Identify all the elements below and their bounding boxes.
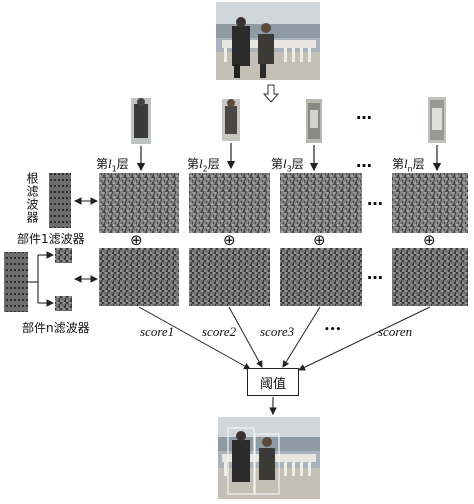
crop-arrows [136,143,442,172]
layer-label-n: 第ln层 [392,157,425,173]
part-response-map-2 [189,248,270,306]
score-label-1: score1 [140,324,175,339]
part-response-map-1 [99,248,179,306]
score-connectors [138,306,431,371]
layer-crop-3 [306,99,322,143]
layer-prefix: 第 [271,157,284,171]
plus-icon-2: ⊕ [223,231,236,249]
layer-suffix: 层 [207,157,220,171]
plus-icon-3: ⊕ [313,231,326,249]
plus-icon-1: ⊕ [130,231,143,249]
layer-suffix: 层 [116,157,129,171]
layer-subscript: 1 [111,164,117,174]
part-filter-connectors [28,251,99,307]
ellipsis-root-maps: … [367,190,384,209]
layer-label-1: 第l1层 [96,157,129,173]
layer-prefix: 第 [392,157,405,171]
layer-symbol: l [404,156,408,171]
plus-icon-n: ⊕ [423,231,436,249]
ellipsis-part-maps: … [367,264,384,283]
threshold-label: 阈值 [259,376,286,392]
layer-label-2: 第l2层 [187,157,220,173]
layer-prefix: 第 [96,157,109,171]
partn-filter-image [55,296,72,311]
layer-suffix: 层 [412,157,425,171]
root-response-map-n [392,173,468,233]
part-response-map-3 [280,248,362,306]
root-filter-label: 根滤波器 [25,172,39,224]
part-response-map-n [392,248,468,306]
ellipsis-layer-label: … [356,152,373,171]
layer-crop-n [428,97,446,143]
root-filter-image [49,173,71,228]
root-response-map-1 [99,173,179,233]
input-photo [216,2,320,80]
ellipsis-crops: … [356,104,373,123]
layer-symbol: l [283,156,287,171]
layer-label-3: 第l3层 [271,157,304,173]
layer-subscript: 2 [202,164,208,174]
layer-prefix: 第 [187,157,200,171]
layer-subscript: 3 [286,164,292,174]
score-label-n: scoren [378,324,413,339]
layer-crop-2 [222,99,240,141]
layer-subscript: n [407,164,413,174]
layer-symbol: l [108,156,112,171]
down-arrow-icon [262,84,280,103]
threshold-box: 阈值 [247,368,299,396]
layer-crop-1 [131,98,151,144]
part1-filter-label: 部件1滤波器 [17,232,85,246]
partn-filter-label: 部件n滤波器 [22,321,90,335]
part-filter-large-image [4,252,28,312]
output-photo [218,417,320,499]
layer-suffix: 层 [291,157,304,171]
score-label-2: score2 [202,324,237,339]
part1-filter-image [55,248,72,263]
root-response-map-3 [280,173,362,233]
layer-symbol: l [199,156,203,171]
root-response-map-2 [189,173,270,233]
ellipsis-scores: ••• [324,325,342,335]
score-label-3: score3 [260,324,295,339]
